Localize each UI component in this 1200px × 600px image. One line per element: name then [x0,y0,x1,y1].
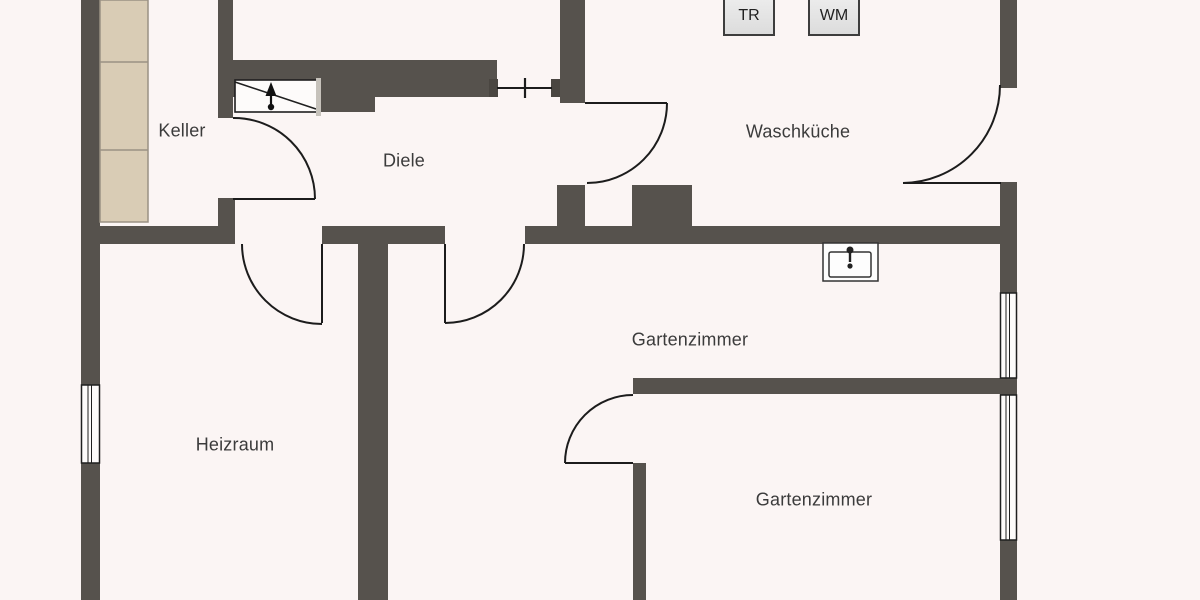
stair-ramp-edge [316,78,321,116]
window-right-upper [999,292,1018,379]
wall-exterior-right-mid [1000,182,1017,293]
stairs-column [99,0,149,223]
door-waschkueche-exterior [902,84,1001,184]
wall-gartenzimmer-north [525,226,1000,244]
wall-gartenzimmer-divider-v [633,463,646,600]
door-arc [586,102,668,184]
wall-keller-south [100,226,235,244]
wall-keller-east-upper [218,0,233,118]
stairs-arrow-base-dot [267,103,275,111]
appliance-washer-wm: WM [808,0,860,36]
stairs-arrow-head [265,82,277,96]
door-arc [902,84,1001,184]
door-diele-waschkueche [585,102,668,184]
door-diele-heizraum [241,243,323,325]
door-arc [241,243,323,325]
wall-heizraum-east [358,226,388,600]
door-keller [232,116,316,200]
stair-ramp-symbol [234,78,321,116]
door-arc [232,116,316,200]
room-label-gartenzimmer-upper: Gartenzimmer [631,329,749,350]
partition-jamb-right [551,79,560,97]
wall-waschkueche-west-stub [557,185,585,228]
door-arc [564,394,634,464]
doors [232,84,1001,464]
wall-exterior-right-top [1000,0,1017,88]
room-label-waschkueche: Waschküche [745,121,851,142]
wall-exterior-right-between-windows [1000,378,1017,395]
window-right-lower [999,394,1018,541]
door-arc [444,243,525,324]
windows [80,292,1018,541]
stairs [99,0,149,223]
room-label-keller: Keller [158,120,206,141]
wall-waschkueche-west [560,0,585,103]
sink-icon [822,242,879,282]
door-gartenzimmer-gartenzimmer [564,394,634,464]
partition-jamb-left [489,79,498,97]
door-diele-gartenzimmer [444,243,525,324]
wall-gartenzimmer-divider-h [633,378,1000,394]
appliance-dryer-tr: TR [723,0,775,36]
walls [81,0,1017,600]
window-left [80,384,101,464]
wall-under-stair [317,97,375,112]
wall-exterior-left [81,0,100,600]
room-label-gartenzimmer-lower: Gartenzimmer [755,489,873,510]
room-label-heizraum: Heizraum [195,434,275,455]
wall-exterior-right-bottom [1000,540,1017,600]
partition-line [489,78,560,98]
room-label-diele: Diele [382,150,426,171]
chimney-block [632,185,692,228]
